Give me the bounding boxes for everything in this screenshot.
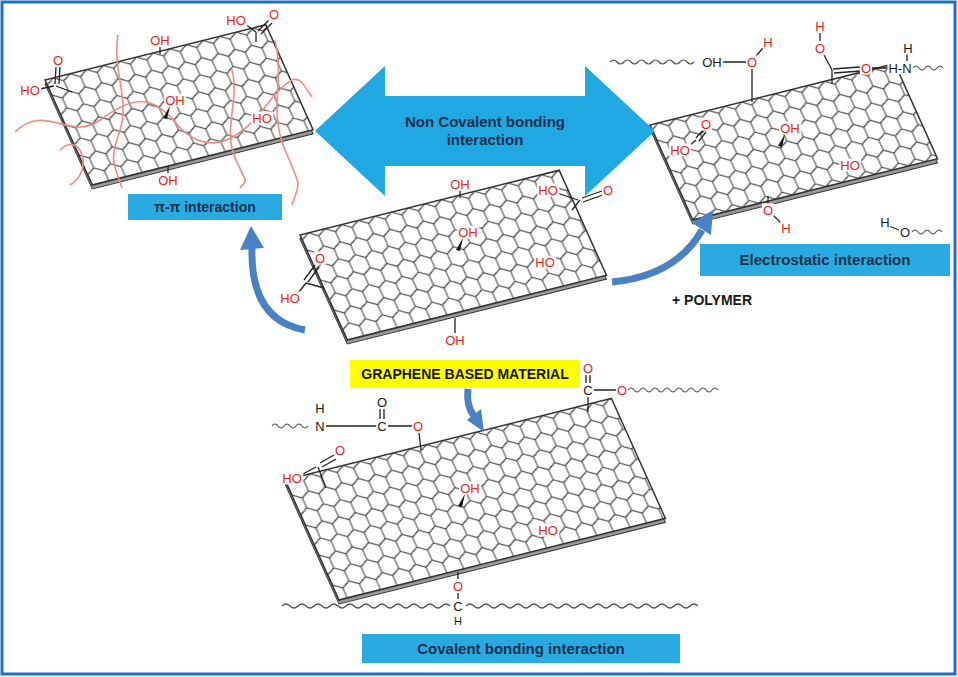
arrow-label: Non Covalent bonding interaction bbox=[395, 113, 575, 149]
chemical-group: C bbox=[582, 384, 593, 397]
graphene-sheet bbox=[45, 25, 313, 189]
chemical-group: O bbox=[412, 420, 424, 433]
chemical-group: C bbox=[452, 600, 463, 613]
chemical-group: O bbox=[602, 184, 614, 197]
chemical-group: H bbox=[453, 616, 463, 627]
chemical-group: OH bbox=[149, 34, 171, 47]
polymer-chain bbox=[15, 35, 312, 205]
box-label: Covalent bonding interaction bbox=[417, 640, 625, 658]
interaction-box: Electrostatic interaction bbox=[700, 244, 950, 276]
chemical-group: O bbox=[268, 8, 280, 21]
chemical-group: OH bbox=[164, 94, 186, 107]
reactant-label: + POLYMER bbox=[671, 293, 753, 307]
chemical-group: O bbox=[616, 384, 628, 397]
chemical-group: H bbox=[762, 36, 773, 49]
chemical-group: O bbox=[334, 444, 346, 457]
chemical-group: H bbox=[814, 20, 825, 33]
chemical-group: OH bbox=[444, 334, 466, 347]
wedge-bond bbox=[163, 106, 785, 507]
chemical-group: HO bbox=[19, 84, 41, 97]
interaction-box: Covalent bonding interaction bbox=[362, 634, 680, 663]
polymer-chain bbox=[272, 60, 943, 608]
graphene-sheet bbox=[650, 64, 938, 224]
interaction-box: π-π interaction bbox=[128, 194, 282, 220]
chemical-group: HO bbox=[281, 472, 303, 485]
chemical-group: O bbox=[376, 396, 388, 409]
chemical-group: O bbox=[314, 252, 326, 265]
graphene-sheet bbox=[285, 398, 665, 604]
chemical-group: O bbox=[452, 580, 464, 593]
chemical-group: OH bbox=[779, 122, 801, 135]
graphene-sheet bbox=[300, 170, 606, 344]
chemical-group: OH bbox=[157, 174, 179, 187]
chemical-bond bbox=[40, 20, 907, 599]
chemical-group: HO bbox=[537, 524, 559, 537]
chemical-group: OH bbox=[459, 482, 481, 495]
double-arrow: Non Covalent bonding interaction bbox=[315, 66, 655, 196]
chemical-group: H-N bbox=[887, 62, 912, 75]
chemical-group: O bbox=[700, 118, 712, 131]
chemical-group: H bbox=[314, 402, 325, 415]
chemical-group: OH bbox=[449, 178, 471, 191]
chemical-group: H bbox=[780, 222, 791, 235]
chemical-group: HO bbox=[279, 292, 301, 305]
text-holder: Non Covalent bonding interaction bbox=[395, 113, 575, 149]
chemical-group: HO bbox=[839, 159, 861, 172]
chemical-group: O bbox=[860, 62, 872, 75]
chemical-group: HO bbox=[534, 256, 556, 269]
chemical-group: O bbox=[582, 362, 594, 375]
chemical-group: HO bbox=[251, 112, 273, 125]
chemical-group: HO bbox=[669, 144, 691, 157]
chemical-group: HO bbox=[537, 184, 559, 197]
process-arrow bbox=[240, 210, 713, 432]
chemical-group: H bbox=[879, 216, 890, 229]
chemical-group: OH bbox=[701, 56, 723, 69]
chemical-group: O bbox=[762, 204, 774, 217]
chemical-group: C bbox=[376, 420, 387, 433]
chemical-group: O bbox=[814, 42, 826, 55]
chemical-group: O bbox=[52, 54, 64, 67]
chemical-group: H bbox=[902, 42, 913, 55]
chemical-group: O bbox=[899, 226, 911, 239]
arrow-outline bbox=[315, 66, 655, 196]
box-label: π-π interaction bbox=[154, 199, 256, 216]
material-box: GRAPHENE BASED MATERIAL bbox=[350, 360, 580, 388]
chemical-group: N bbox=[314, 420, 325, 433]
box-label: Electrostatic interaction bbox=[740, 251, 911, 269]
chemical-group: HO bbox=[225, 14, 247, 27]
chemical-group: O bbox=[746, 56, 758, 69]
box-label: GRAPHENE BASED MATERIAL bbox=[361, 366, 568, 383]
chemical-group: OH bbox=[457, 226, 479, 239]
